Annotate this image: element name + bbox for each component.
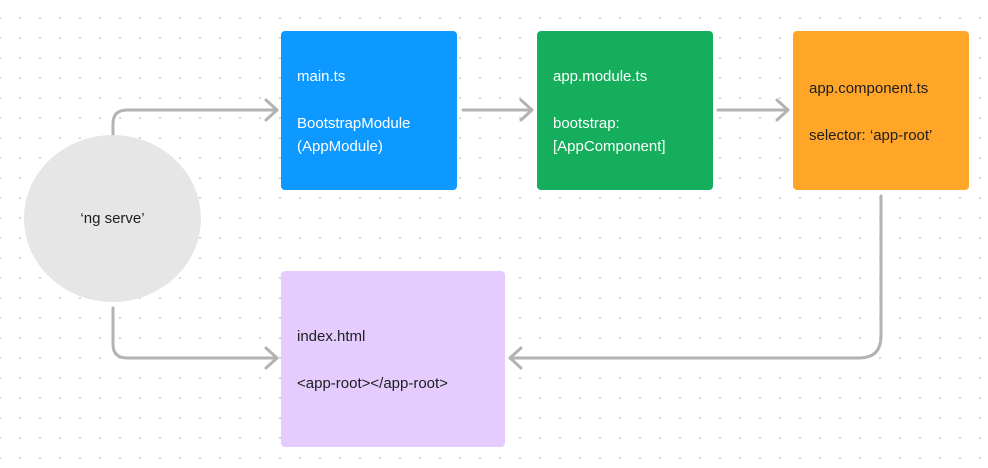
ng-serve-node[interactable]: ‘ng serve’ <box>24 135 201 302</box>
index-html-node[interactable]: index.html <app-root></app-root> <box>281 271 505 447</box>
app-component-ts-text: app.component.ts selector: ‘app-root’ <box>809 80 933 144</box>
app-module-ts-node[interactable]: app.module.ts bootstrap: [AppComponent] <box>537 31 713 190</box>
app-component-ts-node[interactable]: app.component.ts selector: ‘app-root’ <box>793 31 969 190</box>
arrowhead-index-from-appcomponent <box>508 346 523 370</box>
main-ts-text: main.ts BootstrapModule (AppModule) <box>297 68 411 155</box>
connector-ngserve-to-main <box>111 108 279 137</box>
connector-appcomponent-to-index <box>508 194 883 360</box>
ng-serve-label: ‘ng serve’ <box>80 210 145 227</box>
app-module-ts-text: app.module.ts bootstrap: [AppComponent] <box>553 68 666 155</box>
arrowhead-main <box>264 98 279 122</box>
arrowhead-index-from-ngserve <box>264 346 279 370</box>
arrowhead-appcomponent <box>775 98 790 122</box>
index-html-text: index.html <app-root></app-root> <box>297 328 448 392</box>
main-ts-node[interactable]: main.ts BootstrapModule (AppModule) <box>281 31 457 190</box>
connector-ngserve-to-index <box>111 306 279 360</box>
arrowhead-appmodule <box>519 98 534 122</box>
